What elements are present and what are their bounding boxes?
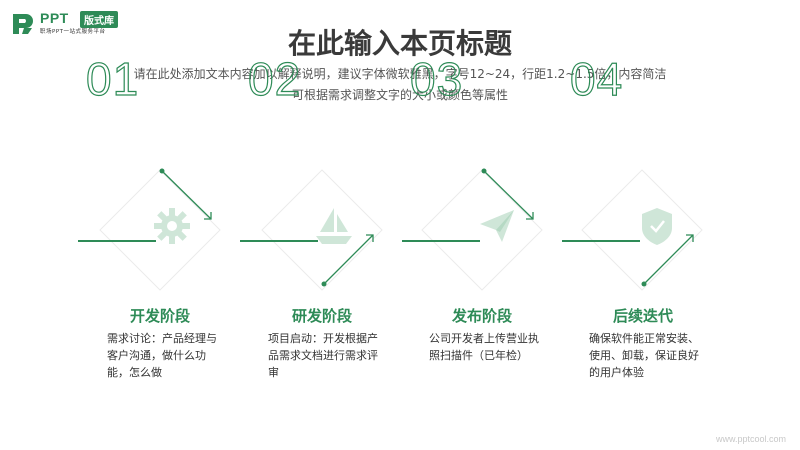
stage-1-diamond <box>99 169 221 291</box>
stage-3-desc: 公司开发者上传营业执照扫描件（已年检） <box>429 332 539 362</box>
page-subtitle: 请在此处添加文本内容加以解释说明，建议字体微软雅黑，字号12~24，行距1.2~… <box>100 64 700 106</box>
stage-4-underline <box>562 240 640 242</box>
brand-tagline: 职场PPT一站式服务平台 <box>40 29 106 35</box>
stage-3-arrow <box>481 168 534 220</box>
subtitle-line-1: 请在此处添加文本内容加以解释说明，建议字体微软雅黑，字号12~24，行距1.2~… <box>133 67 667 81</box>
paper-plane-icon <box>480 210 514 242</box>
stage-4-diamond <box>581 169 703 291</box>
stage-2-underline <box>240 240 318 242</box>
watermark: www.pptcool.com <box>715 434 786 444</box>
stage-2-desc: 项目启动：开发根据产品需求文档进行需求评审 <box>268 332 378 379</box>
stage-1-arrow <box>159 168 212 220</box>
stage-1-desc: 需求讨论：产品经理与客户沟通，做什么功能，怎么做 <box>107 332 217 379</box>
subtitle-line-2: 可根据需求调整文字的大小或颜色等属性 <box>291 88 508 102</box>
stage-4-desc: 确保软件能正常安装、使用、卸载，保证良好的用户体验 <box>589 332 699 379</box>
stage-3-title: 发布阶段 <box>451 307 512 325</box>
stage-3-underline <box>402 240 480 242</box>
stage-3-diamond <box>421 169 543 291</box>
sailboat-icon <box>316 208 352 244</box>
stage-2-arrow <box>321 234 374 287</box>
brand-badge: 版式库 <box>80 11 118 28</box>
stage-3-number: 03 <box>409 53 464 105</box>
stage-4-title: 后续迭代 <box>612 307 673 325</box>
stage-2-diamond <box>261 169 383 291</box>
stage-1-underline <box>78 240 156 242</box>
stage-2-title: 研发阶段 <box>291 307 352 325</box>
brand-logo: PPT 版式库 职场PPT一站式服务平台 <box>10 8 160 38</box>
logo-mark-icon <box>13 14 33 34</box>
shield-icon <box>642 208 672 245</box>
gear-icon <box>154 208 190 244</box>
stage-1-title: 开发阶段 <box>129 307 190 325</box>
page-title: 在此输入本页标题 <box>287 27 512 60</box>
brand-name: PPT <box>40 10 69 26</box>
stage-1-number: 01 <box>85 53 140 105</box>
stage-2-number: 02 <box>247 53 302 105</box>
stage-4-number: 04 <box>569 53 624 105</box>
stage-4-arrow <box>641 234 694 287</box>
